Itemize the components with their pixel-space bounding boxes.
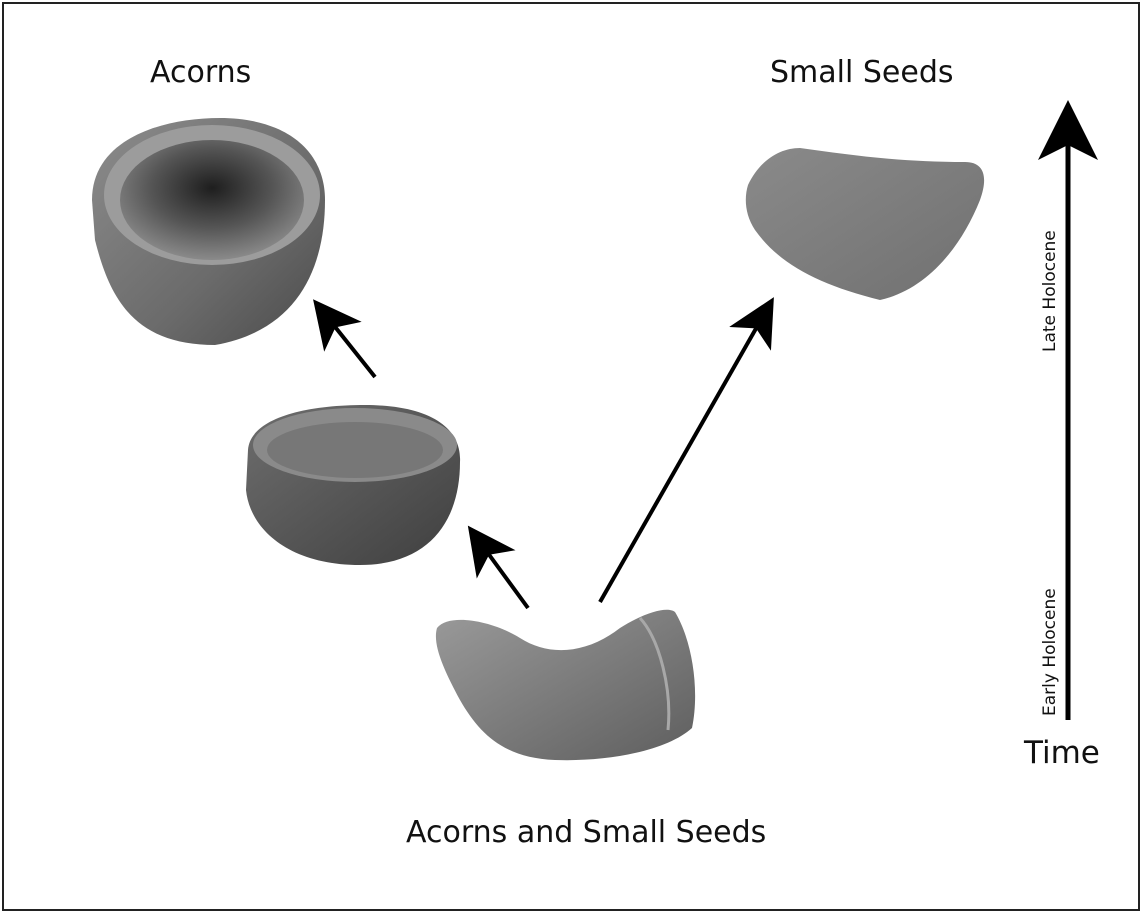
arrow-slab-to-seeds [600,318,762,602]
late-holocene-label: Late Holocene [1040,230,1060,352]
small-seeds-label: Small Seeds [770,55,954,90]
arrow-slab-to-middle [482,545,528,608]
milling-slab-image [436,610,695,760]
acorns-and-small-seeds-label: Acorns and Small Seeds [406,815,766,850]
deep-mortar-image [92,118,325,345]
arrow-middle-to-acorns [328,318,375,377]
early-holocene-label: Early Holocene [1040,588,1060,716]
bowl-mortar-image [246,405,460,565]
shallow-mortar-image [746,148,984,300]
acorns-label: Acorns [150,55,251,90]
time-label: Time [1024,735,1100,771]
